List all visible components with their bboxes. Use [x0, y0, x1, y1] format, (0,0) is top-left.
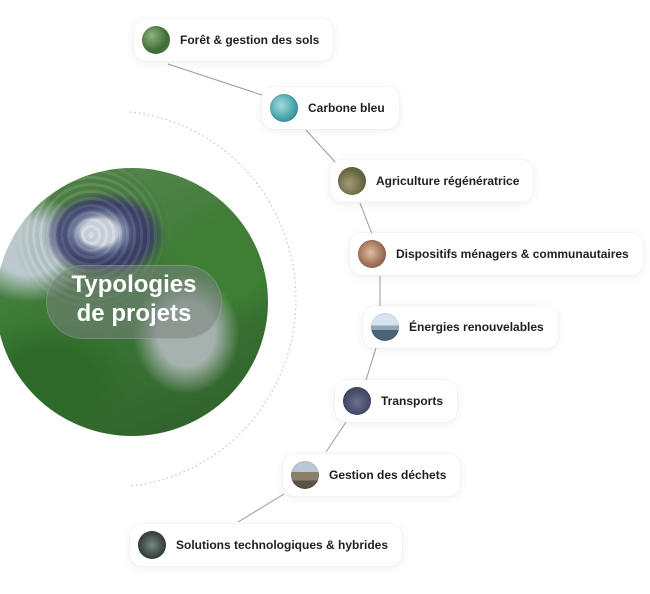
hero-title-pill — [46, 265, 222, 339]
project-type-regenerative-agriculture[interactable]: Agriculture régénératrice — [330, 160, 534, 202]
connector-line — [325, 421, 347, 453]
project-type-label: Transports — [381, 394, 444, 408]
connector-line — [167, 63, 263, 96]
project-type-blue-carbon[interactable]: Carbone bleu — [262, 87, 399, 129]
community-thumbnail-icon — [358, 240, 386, 268]
technology-thumbnail-icon — [138, 531, 166, 559]
project-type-label: Forêt & gestion des sols — [180, 33, 320, 47]
waste-thumbnail-icon — [291, 461, 319, 489]
hero-title-line-1: Typologies — [71, 271, 197, 298]
connector-line — [365, 347, 377, 381]
hero-title: Typologies de projets — [46, 270, 222, 328]
project-type-label: Solutions technologiques & hybrides — [176, 538, 389, 552]
forest-thumbnail-icon — [142, 26, 170, 54]
project-type-technology-hybrid[interactable]: Solutions technologiques & hybrides — [130, 524, 403, 566]
project-type-household-community[interactable]: Dispositifs ménagers & communautaires — [350, 233, 643, 275]
ocean-thumbnail-icon — [270, 94, 298, 122]
project-type-waste-management[interactable]: Gestion des déchets — [283, 454, 461, 496]
transport-thumbnail-icon — [343, 387, 371, 415]
connector-line — [305, 129, 337, 164]
project-type-label: Carbone bleu — [308, 101, 385, 115]
project-type-label: Agriculture régénératrice — [376, 174, 520, 188]
project-type-label: Gestion des déchets — [329, 468, 447, 482]
hero-title-line-2: de projets — [76, 300, 192, 327]
connector-line — [237, 493, 285, 523]
project-type-label: Dispositifs ménagers & communautaires — [396, 247, 629, 261]
project-type-forest[interactable]: Forêt & gestion des sols — [134, 19, 334, 61]
soil-thumbnail-icon — [338, 167, 366, 195]
project-type-renewable-energy[interactable]: Énergies renouvelables — [363, 306, 558, 348]
connector-line — [359, 202, 373, 235]
project-type-label: Énergies renouvelables — [409, 320, 544, 334]
project-type-transport[interactable]: Transports — [335, 380, 458, 422]
landscape-thumbnail-icon — [371, 313, 399, 341]
